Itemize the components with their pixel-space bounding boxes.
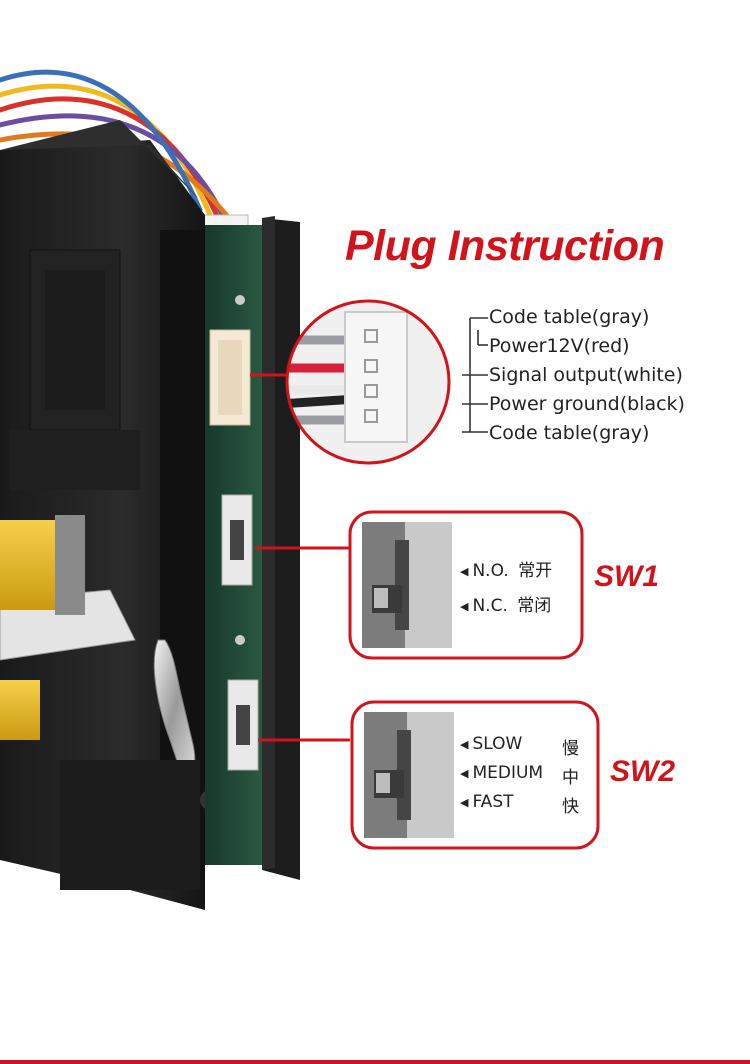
circuit-board: [205, 225, 265, 865]
triangle-left-icon: ◀: [460, 767, 469, 780]
pin-bracket: [462, 317, 488, 433]
sw1-label: SW1: [594, 560, 660, 593]
sw2-panel: [350, 700, 600, 850]
sw2-option-medium-cn: 中: [562, 768, 579, 788]
pin-label-1: Code table(gray): [489, 306, 650, 328]
pin-label-4: Power ground(black): [489, 393, 685, 415]
page-title: Plug Instruction: [345, 222, 665, 270]
top-wire-bundle: [0, 69, 235, 225]
sw2-option-medium: ◀MEDIUM: [460, 763, 544, 783]
sw1-option-no: ◀N.O. 常开: [460, 561, 553, 581]
triangle-left-icon: ◀: [460, 600, 469, 613]
pin-label-2: Power12V(red): [489, 335, 630, 357]
pin-label-3: Signal output(white): [489, 364, 683, 386]
triangle-left-icon: ◀: [460, 796, 469, 809]
sw2-option-fast-cn: 快: [562, 797, 579, 817]
sw2-option-slow-cn: 慢: [562, 739, 579, 759]
lower-housing: [60, 760, 200, 890]
pin-label-5: Code table(gray): [489, 422, 650, 444]
sw1-option-nc: ◀N.C. 常闭: [460, 596, 552, 616]
bottom-accent-line: [0, 1060, 750, 1064]
acceptor-body: [0, 120, 205, 910]
sw2-option-fast: ◀FAST: [460, 792, 514, 812]
sw2-label: SW2: [610, 755, 676, 788]
plug-magnifier: [285, 299, 451, 465]
solenoid-coil: [0, 515, 85, 740]
triangle-left-icon: ◀: [460, 565, 469, 578]
triangle-left-icon: ◀: [460, 738, 469, 751]
sw2-option-slow: ◀SLOW: [460, 734, 523, 754]
sw1-panel: [348, 510, 584, 660]
